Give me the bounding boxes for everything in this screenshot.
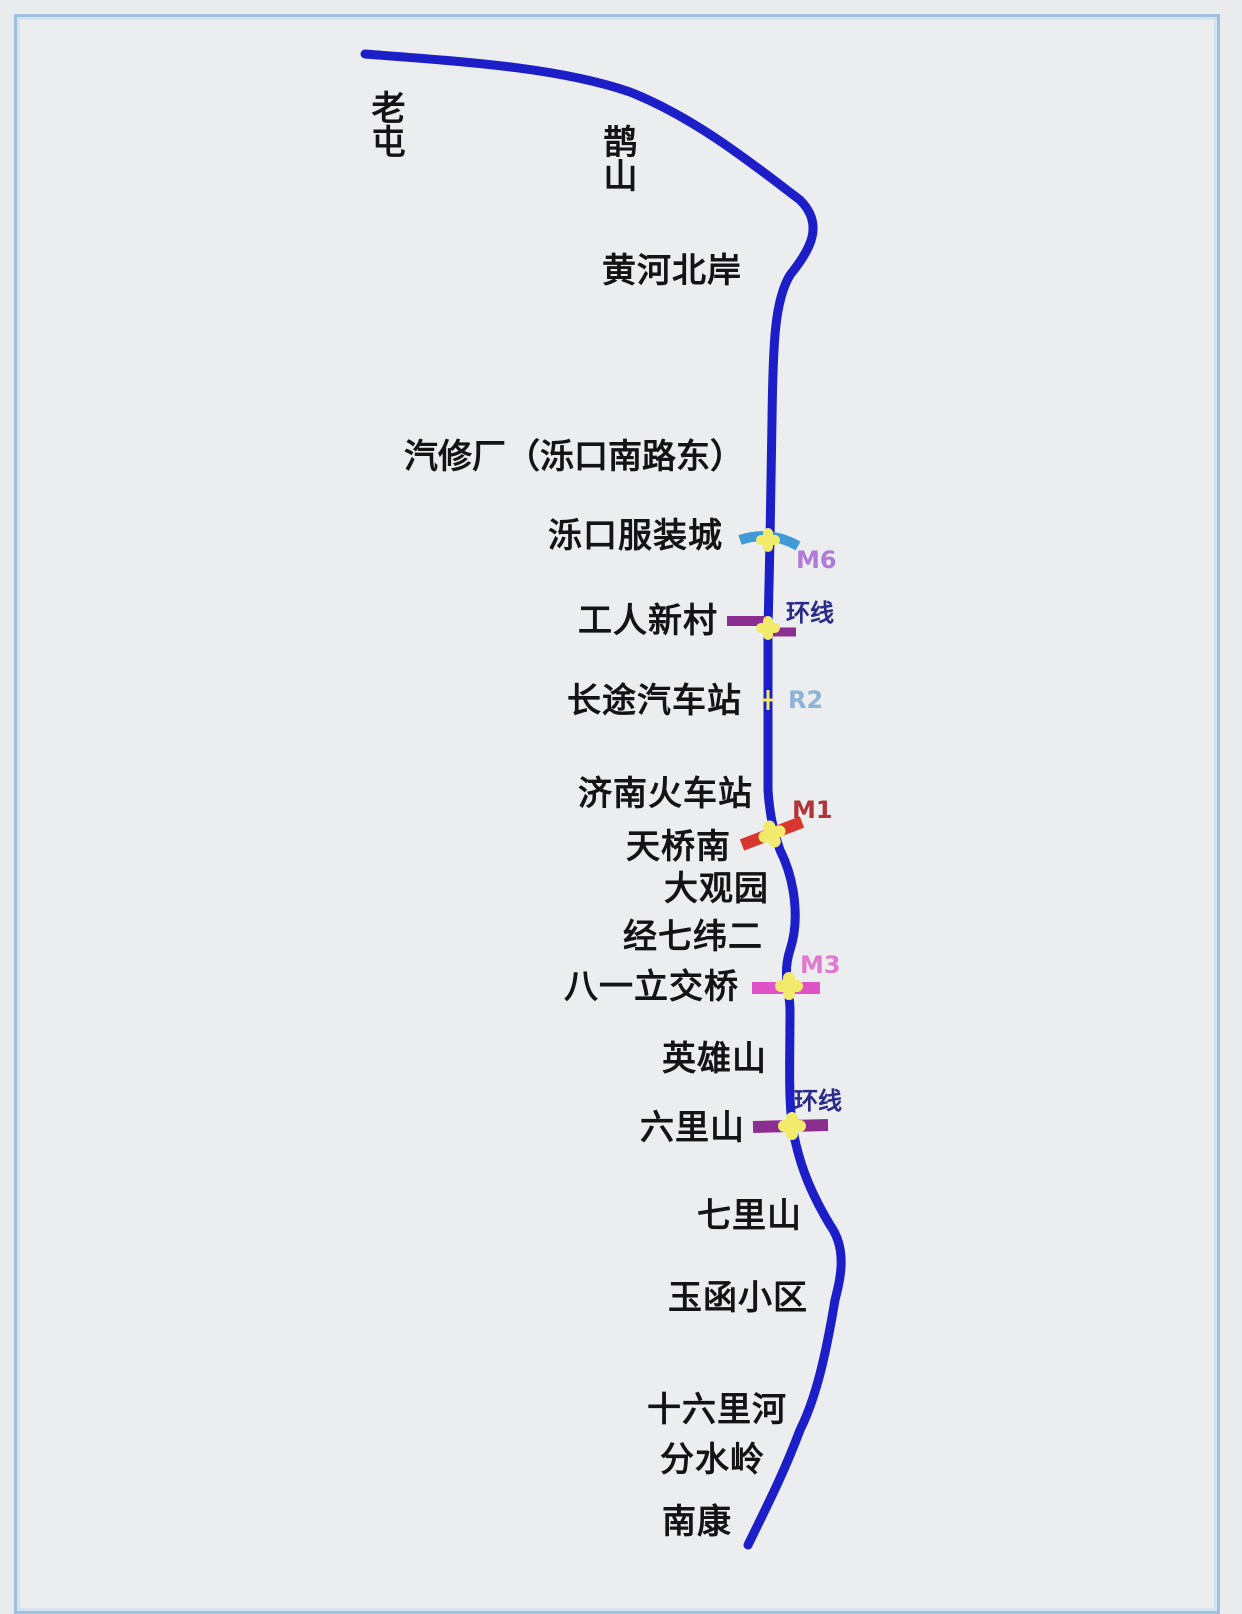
transfer-tag-r2: R2	[788, 686, 824, 714]
transfer-tag-ring-1: 环线	[786, 599, 834, 627]
transfer-tag-m3: M3	[800, 951, 841, 979]
interchange-marker-m1	[758, 820, 786, 848]
station-shiliuli-river: 十六里河	[647, 1390, 787, 1430]
transfer-tag-ring-2: 环线	[794, 1087, 842, 1115]
main-metro-line	[360, 49, 846, 1550]
station-huanghe-north-bank: 黄河北岸	[602, 251, 742, 291]
station-yingxiongshan: 英雄山	[662, 1039, 767, 1079]
interchange-marker-r2	[762, 690, 774, 710]
station-nankang: 南康	[662, 1502, 732, 1542]
interchange-marker-ring-2	[778, 1112, 806, 1140]
station-bayi-overpass: 八一立交桥	[564, 967, 739, 1007]
station-gongren-xincun: 工人新村	[578, 601, 718, 641]
station-daguanyuan: 大观园	[664, 869, 769, 909]
station-jingqi-weier: 经七纬二	[623, 917, 763, 957]
station-tianqiao-south: 天桥南	[626, 827, 731, 867]
station-jinan-railway-station: 济南火车站	[578, 774, 753, 814]
transfer-tag-m1: M1	[792, 796, 833, 824]
station-laotun: 老屯	[365, 90, 405, 158]
station-luokou-clothing-city: 泺口服装城	[548, 516, 723, 556]
interchange-marker-m6	[756, 528, 780, 552]
transfer-tag-m6: M6	[796, 546, 837, 574]
map-frame	[14, 14, 1220, 1614]
station-long-distance-bus-station: 长途汽车站	[567, 681, 742, 721]
station-fenshuiling: 分水岭	[660, 1440, 765, 1480]
station-queshan: 鹊山	[597, 124, 637, 192]
station-liulishan: 六里山	[640, 1108, 745, 1148]
interchange-marker-m3	[775, 972, 803, 1000]
station-auto-repair-factory: 汽修厂（泺口南路东）	[404, 437, 744, 477]
station-qilishan: 七里山	[697, 1196, 802, 1236]
interchange-marker-ring-1	[756, 616, 780, 640]
station-yuhan-community: 玉函小区	[668, 1278, 808, 1318]
